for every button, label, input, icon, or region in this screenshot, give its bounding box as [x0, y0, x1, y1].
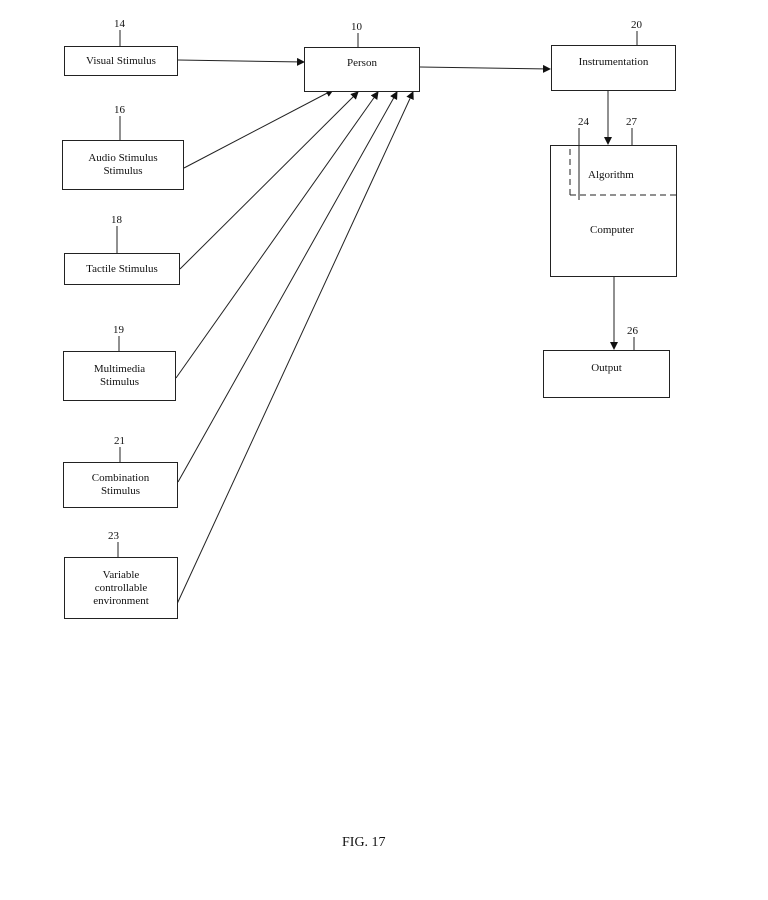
ref-output: 26	[627, 325, 638, 337]
ref-audio: 16	[114, 104, 125, 116]
ref-tactile: 18	[111, 214, 122, 226]
algorithm-label: Algorithm	[588, 169, 634, 181]
edge-audio-person	[183, 89, 334, 169]
output-label: Output	[591, 362, 622, 374]
person-box: Person	[304, 47, 420, 92]
environment-line3: environment	[93, 594, 149, 607]
instrumentation-box: Instrumentation	[551, 45, 676, 91]
ref-algorithm: 24	[578, 116, 589, 128]
ref-computer: 27	[626, 116, 637, 128]
environment-line2: controllable	[94, 581, 148, 594]
figure-caption: FIG. 17	[342, 835, 386, 850]
ref-environment: 23	[108, 530, 119, 542]
edge-person-instrumentation	[419, 64, 551, 73]
audio-stimulus-box: Audio Stimulus Stimulus	[62, 140, 184, 190]
multimedia-stimulus-box: Multimedia Stimulus	[63, 351, 176, 401]
computer-box	[550, 145, 677, 277]
tactile-stimulus-label: Tactile Stimulus	[86, 262, 158, 275]
edge-visual-person	[177, 57, 305, 66]
person-label: Person	[347, 57, 377, 69]
environment-line1: Variable	[102, 568, 140, 581]
audio-stimulus-line1: Audio Stimulus	[88, 152, 158, 164]
output-box: Output	[543, 350, 670, 398]
edge-tactile-person	[179, 91, 359, 270]
ref-instrumentation: 20	[631, 19, 642, 31]
tactile-stimulus-box: Tactile Stimulus	[64, 253, 180, 285]
combination-stimulus-box: Combination Stimulus	[63, 462, 178, 508]
audio-stimulus-line2: Stimulus	[103, 165, 143, 177]
combination-stimulus-line2: Stimulus	[100, 485, 141, 497]
instrumentation-label: Instrumentation	[578, 56, 649, 68]
edge-environment-person	[176, 91, 414, 605]
visual-stimulus-box: Visual Stimulus	[64, 46, 178, 76]
edge-multimedia-person	[175, 91, 379, 379]
ref-visual: 14	[114, 18, 125, 30]
ref-person: 10	[351, 21, 362, 33]
edge-combination-person	[177, 91, 398, 483]
environment-box: Variable controllable environment	[64, 557, 178, 619]
computer-label: Computer	[590, 224, 634, 236]
multimedia-stimulus-line1: Multimedia	[93, 363, 146, 375]
multimedia-stimulus-line2: Stimulus	[99, 376, 140, 388]
visual-stimulus-label: Visual Stimulus	[86, 54, 156, 67]
ref-multimedia: 19	[113, 324, 124, 336]
ref-combination: 21	[114, 435, 125, 447]
combination-stimulus-line1: Combination	[91, 472, 150, 484]
